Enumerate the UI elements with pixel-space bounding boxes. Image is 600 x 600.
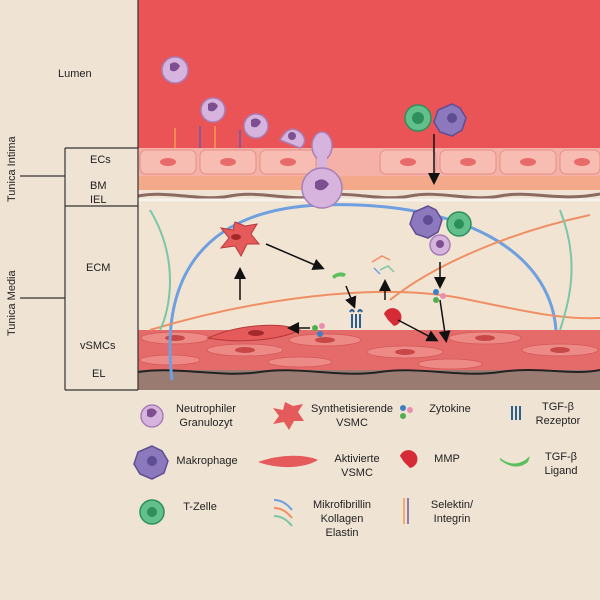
legend-icon-cytokine xyxy=(400,405,413,419)
legend-icon-neutrophil xyxy=(140,404,164,428)
layer-brackets xyxy=(20,0,139,391)
lumen-region xyxy=(138,0,600,148)
neutrophil-cell xyxy=(278,128,306,149)
legend-mmp: MMP xyxy=(434,453,460,465)
legend-icon-fibers xyxy=(273,499,293,527)
neutrophil-cell xyxy=(200,97,226,123)
microfibril-line xyxy=(149,209,171,331)
label-vsmcs: vSMCs xyxy=(80,340,116,352)
iel-line xyxy=(137,192,600,200)
label-el: EL xyxy=(92,368,106,380)
basement-membrane xyxy=(138,176,600,190)
neutrophil-cell xyxy=(429,234,451,256)
legend-icon-synth-vsmc xyxy=(273,402,304,430)
label-lumen: Lumen xyxy=(58,68,92,80)
legend-cytokine: Zytokine xyxy=(429,403,471,415)
macrophage xyxy=(409,205,443,239)
el-region xyxy=(138,370,600,390)
legend-macrophage: Makrophage xyxy=(176,455,238,467)
endothelial-layer xyxy=(138,148,600,176)
tgfb-ligand xyxy=(332,272,346,279)
synthesizing-vsmc xyxy=(219,221,261,258)
label-ecs: ECs xyxy=(90,154,111,166)
pathway-arrows xyxy=(234,134,451,343)
collagen-line xyxy=(149,290,600,331)
mmp xyxy=(384,308,402,326)
label-tunica-media: Tunica Media xyxy=(6,270,18,336)
label-ecm: ECM xyxy=(86,262,111,274)
legend-icon-tgfb-receptor xyxy=(511,406,521,420)
neutrophil-cell xyxy=(161,56,189,84)
transmigrating-neutrophil xyxy=(301,131,343,209)
legend-icon-selectin xyxy=(403,498,409,524)
legend-icon-tcell xyxy=(139,499,165,525)
label-bm: BM xyxy=(90,180,107,192)
cytokines xyxy=(312,289,446,337)
legend-icon-active-vsmc xyxy=(258,455,318,468)
legend-selectin: Selektin/Integrin xyxy=(430,499,474,525)
selectin-markers xyxy=(174,126,241,148)
smc-layer xyxy=(138,330,600,370)
label-tunica-intima: Tunica Intima xyxy=(6,136,18,202)
legend-icon-macrophage xyxy=(133,445,169,480)
macrophage xyxy=(433,103,467,137)
legend-icon-mmp xyxy=(400,450,418,468)
neutrophil-cell xyxy=(243,113,269,139)
legend-icon-tgfb-ligand xyxy=(500,456,530,467)
tgfb-receptor xyxy=(349,309,363,328)
label-iel: IEL xyxy=(90,194,107,206)
degraded-fibers xyxy=(371,255,395,275)
legend-tcell: T-Zelle xyxy=(183,501,217,513)
